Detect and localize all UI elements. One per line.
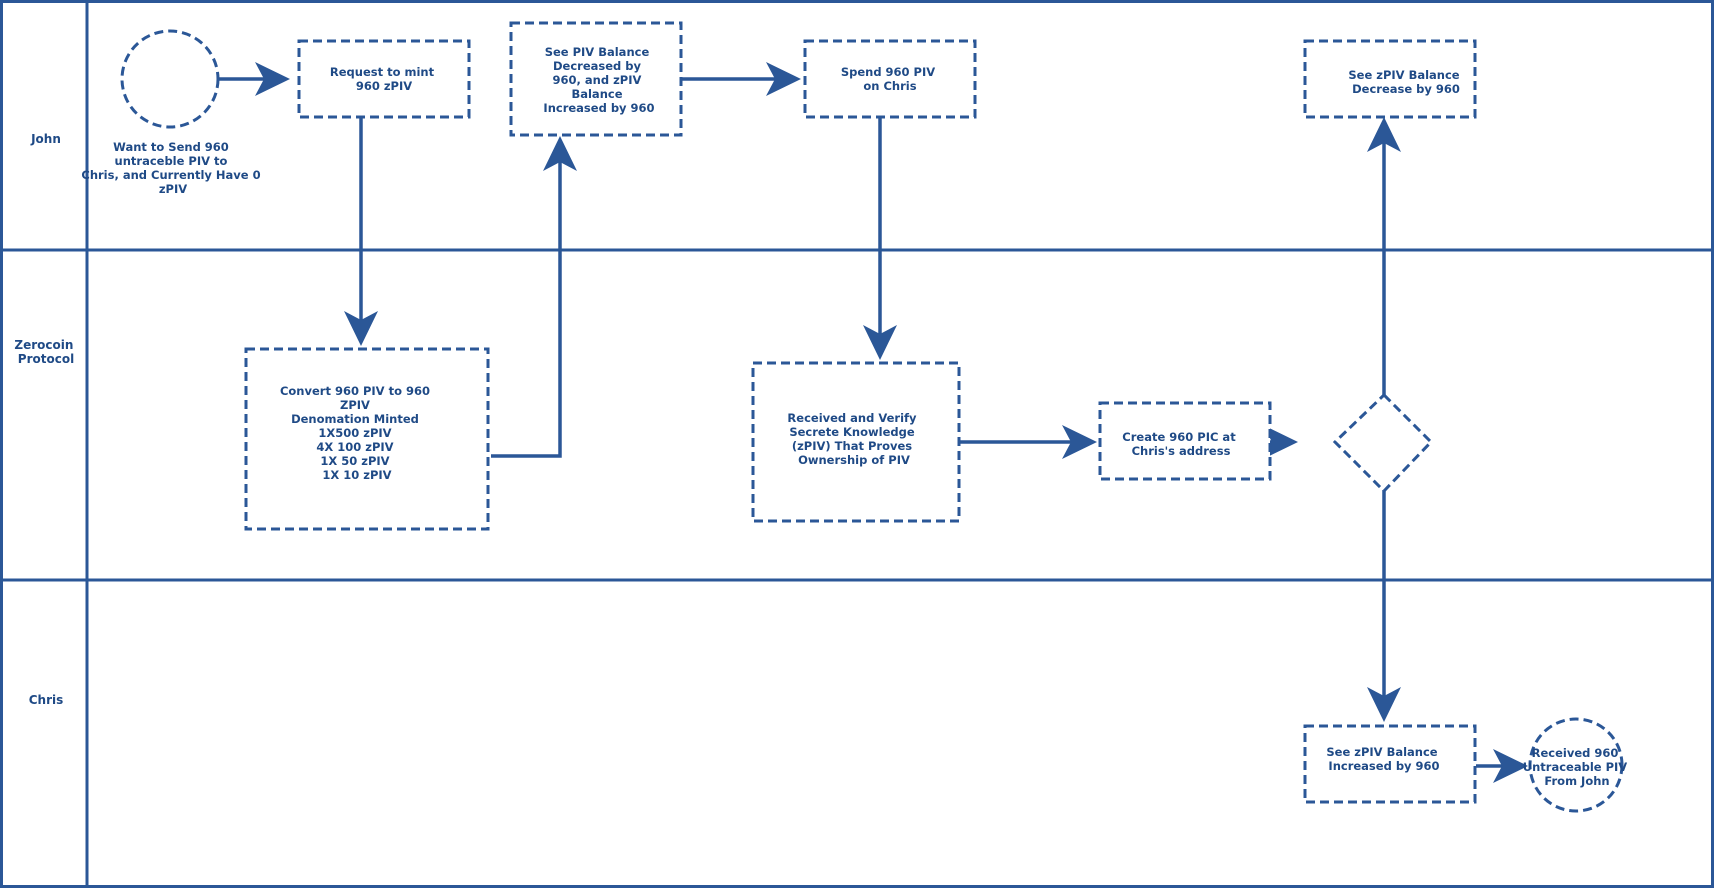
task-see-piv-balance-label: See PIV Balance Decreased by 960, and zP… [543,45,654,115]
end-event [1528,717,1624,813]
arrowhead-icon [863,325,897,360]
node-text-line: Spend 960 PIV [841,65,935,79]
start-event [120,29,220,129]
node-text-line: 960 zPIV [356,79,412,93]
lane-label-john: John [30,132,61,146]
node-text-line: From John [1544,774,1609,788]
node-text-line: Decreased by [553,59,642,73]
node-text-line: on Chris [863,79,916,93]
lane-label-zerocoin-line: Zerocoin [14,338,73,352]
end-event-label: Received 960 Untraceable PIV From John [1523,746,1631,788]
node-text-line: Increased by 960 [543,101,654,115]
node-text-line: See zPIV Balance [1348,68,1459,82]
task-spend-piv-label: Spend 960 PIV on Chris [841,65,939,93]
node-text-line: (zPIV) That Proves [792,439,912,453]
node-text-line: ZPIV [340,398,370,412]
node-text-line: Want to Send 960 [113,140,229,154]
task-verify-label: Received and Verify Secrete Knowledge (z… [787,411,920,467]
connectors [219,62,1528,783]
node-text-line: Increased by 960 [1328,759,1439,773]
arrowhead-icon [255,62,290,96]
arrowhead-icon [344,311,378,346]
task-request-mint [297,39,471,119]
task-spend-piv [803,39,977,119]
node-text-line: 1X 50 zPIV [320,454,389,468]
node-text-line: See PIV Balance [545,45,650,59]
node-text-line: Convert 960 PIV to 960 [280,384,430,398]
node-text-line: 1X 10 zPIV [322,468,391,482]
gateway-diamond [1332,392,1434,494]
node-text-line: Chris's address [1132,444,1231,458]
arrowhead-icon [1367,117,1401,152]
node-text-line: Ownership of PIV [798,453,910,467]
node-text-line: Secrete Knowledge [789,425,914,439]
arrowhead-icon [1062,425,1097,459]
node-text-line: Decrease by 960 [1352,82,1460,96]
node-text-line: 4X 100 zPIV [316,440,393,454]
task-request-mint-label: Request to mint 960 zPIV [330,65,438,93]
node-text-line: 1X500 zPIV [318,426,391,440]
lane-label-chris: Chris [29,693,64,707]
node-text-line: Chris, and Currently Have 0 [81,168,260,182]
arrowhead-icon [543,136,577,171]
lane-label-zerocoin: Zerocoin Protocol [14,338,77,366]
task-see-zpiv-decrease [1303,39,1477,119]
task-see-piv-balance [509,21,683,137]
task-create-pic [1098,401,1272,481]
node-text-line: 960, and zPIV [553,73,642,87]
task-convert-label: Convert 960 PIV to 960 ZPIV Denomation M… [280,384,434,482]
node-text-line: See zPIV Balance [1326,745,1437,759]
node-text-line: Request to mint [330,65,435,79]
connector-convert-to-balance [491,154,562,458]
node-text-line: Received and Verify [787,411,917,425]
arrowhead-icon [1493,749,1528,783]
arrowhead-icon [766,62,801,96]
task-verify [751,361,961,523]
node-text-line: Create 960 PIC at [1122,430,1236,444]
node-text-line: Untraceable PIV [1523,760,1628,774]
node-text-line: zPIV [159,182,187,196]
node-text-line: Received 960 [1532,746,1619,760]
task-see-zpiv-decrease-label: See zPIV Balance Decrease by 960 [1348,68,1463,96]
arrowhead-icon [1367,687,1401,722]
task-create-pic-label: Create 960 PIC at Chris's address [1122,430,1239,458]
node-text-line: Balance [571,87,622,101]
arrowhead-icon [1263,425,1298,459]
start-note: Want to Send 960 untraceble PIV to Chris… [81,140,264,196]
task-convert [244,347,490,531]
lane-label-zerocoin-line: Protocol [18,352,74,366]
task-see-zpiv-increase [1303,724,1477,804]
node-text-line: untraceble PIV to [115,154,228,168]
node-text-line: Denomation Minted [291,412,419,426]
task-see-zpiv-increase-label: See zPIV Balance Increased by 960 [1326,745,1441,773]
